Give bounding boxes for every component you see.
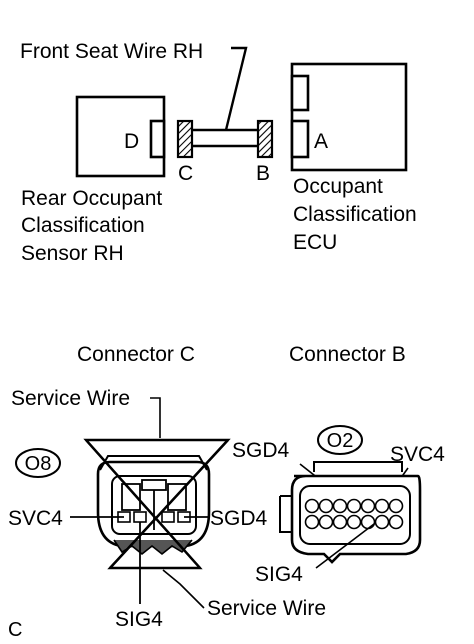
connector-c-title: Connector C bbox=[77, 343, 195, 366]
connector-c-hatched bbox=[176, 119, 194, 159]
rear-sensor-name-line1: Rear Occupant bbox=[21, 187, 162, 210]
connector-b-pin-row-bottom bbox=[304, 514, 404, 530]
service-wire-top-label: Service Wire bbox=[11, 387, 130, 410]
rear-occupant-sensor: D bbox=[75, 95, 166, 178]
connector-c-body bbox=[83, 438, 231, 570]
rear-sensor-name-line3: Sensor RH bbox=[21, 242, 124, 265]
service-wire-bottom-label: Service Wire bbox=[207, 597, 326, 620]
connector-b-code-badge: O2 bbox=[317, 425, 363, 455]
corner-mark: C bbox=[8, 619, 22, 641]
occupant-classification-ecu: A bbox=[290, 62, 408, 172]
ecu-name-line1: Occupant bbox=[293, 175, 383, 198]
connector-c-code-badge: O8 bbox=[15, 448, 61, 478]
terminal-a-label: A bbox=[314, 130, 328, 153]
connector-b-pin-svc4-label: SVC4 bbox=[390, 443, 445, 466]
terminal-d-label: D bbox=[124, 130, 139, 153]
ecu-name-line3: ECU bbox=[293, 231, 337, 254]
connector-c-pin-svc4-label: SVC4 bbox=[8, 507, 63, 530]
connector-b-pin-sgd4-label: SGD4 bbox=[232, 439, 290, 462]
connector-c-letter: C bbox=[178, 162, 193, 185]
connector-c-pin-sgd4-label: SGD4 bbox=[210, 507, 268, 530]
connector-b-pin-row-top bbox=[304, 498, 404, 514]
sig4-leader-b bbox=[315, 523, 375, 569]
ecu-name-line2: Classification bbox=[293, 203, 417, 226]
connector-b-body bbox=[279, 461, 422, 564]
pin-sig4-cavity bbox=[133, 511, 147, 523]
front-seat-wire-harness bbox=[176, 119, 274, 159]
connector-c-pin-sig4-label: SIG4 bbox=[115, 608, 163, 631]
connector-b-letter: B bbox=[256, 162, 270, 185]
connector-b-pin-sig4-label: SIG4 bbox=[255, 563, 303, 586]
service-wire-bottom-leader bbox=[162, 569, 205, 609]
front-seat-wire-label: Front Seat Wire RH bbox=[20, 40, 203, 63]
wire-label-leader bbox=[224, 46, 248, 131]
rear-sensor-name-line2: Classification bbox=[21, 214, 145, 237]
connector-b-hatched bbox=[256, 119, 274, 159]
connector-b-code: O2 bbox=[327, 430, 354, 452]
connector-c-code: O8 bbox=[25, 453, 52, 475]
connector-b-title: Connector B bbox=[289, 343, 406, 366]
service-wire-top-leader bbox=[150, 397, 161, 438]
